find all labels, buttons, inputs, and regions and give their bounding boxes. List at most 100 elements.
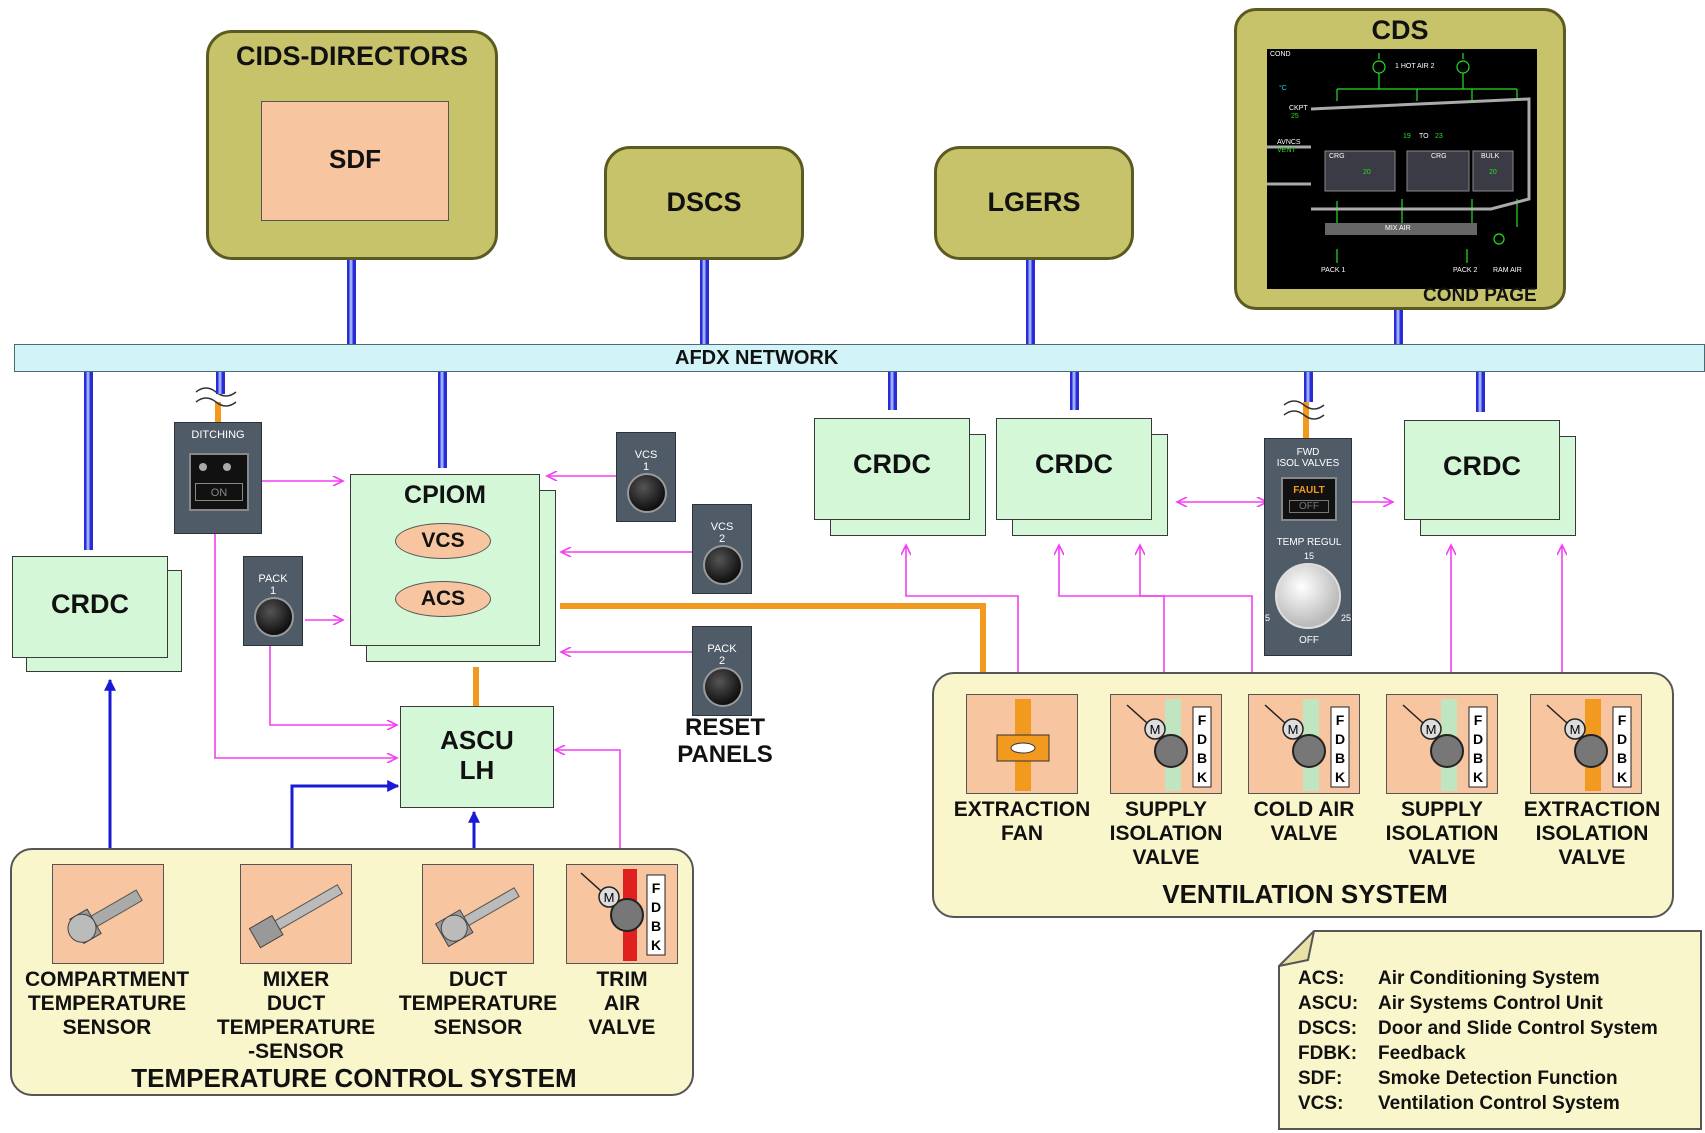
cds-crg2: CRG (1431, 153, 1447, 160)
legend-row: ACS:Air Conditioning System (1298, 968, 1600, 989)
pack1-label: PACK 1 (258, 573, 288, 597)
reset-panels-label: RESET PANELS (677, 714, 773, 768)
extraction-fan-label: EXTRACTION FAN (953, 798, 1091, 845)
pack1-reset-button[interactable] (254, 597, 294, 637)
cds-ckpt-temp: 25 (1291, 113, 1299, 120)
cds-schematic (1267, 53, 1531, 263)
cds-box: CDS COND 1 HOT AIR 2 °C CKPT 25 A (1234, 8, 1566, 310)
fwd-isol-label: FWD ISOL VALVES (1276, 447, 1340, 469)
cids-directors-title: CIDS-DIRECTORS (235, 41, 469, 71)
vcs2-reset-panel: VCS 2 (692, 504, 752, 594)
bus-dscs (700, 258, 709, 344)
cds-unit: °C (1279, 85, 1287, 92)
legend-row: DSCS:Door and Slide Control System (1298, 1018, 1658, 1039)
vcs2-reset-button[interactable] (703, 545, 743, 585)
crdc-2: CRDC (996, 418, 1152, 520)
cds-title: CDS (1371, 15, 1429, 45)
cds-cond-page-screen: COND 1 HOT AIR 2 °C CKPT 25 AVNCS VENT 1… (1267, 49, 1537, 289)
cds-vent: VENT (1277, 147, 1296, 154)
bus-ditching (216, 372, 225, 394)
ditching-switch[interactable]: ON (189, 453, 249, 511)
pack1-reset-panel: PACK 1 (243, 556, 303, 646)
temp-regul-label: TEMP REGUL (1276, 537, 1342, 548)
bus-lgers (1026, 258, 1035, 344)
trim-air-valve-label: TRIM AIR VALVE (588, 968, 656, 1039)
temp-regul-knob[interactable] (1275, 563, 1341, 629)
cpiom-vcs-function: VCS (395, 523, 491, 559)
vcs1-label: VCS 1 (634, 449, 658, 473)
dial-25: 25 (1341, 613, 1352, 623)
mixer-duct-temperature-sensor-label: MIXER DUCT TEMPERATURE -SENSOR (216, 968, 376, 1063)
trim-valve-motor: M (604, 890, 615, 905)
cds-crg1: CRG (1329, 153, 1345, 160)
off-light: OFF (1289, 500, 1329, 513)
cpiom-title: CPIOM (404, 481, 486, 509)
dial-15: 15 (1303, 551, 1314, 561)
bus-crdc-3 (1476, 372, 1485, 412)
pack2-reset-button[interactable] (703, 667, 743, 707)
compartment-temperature-sensor-label: COMPARTMENT TEMPERATURE SENSOR (24, 968, 190, 1039)
vcs1-reset-panel: VCS 1 (616, 432, 676, 522)
bus-cids (347, 258, 356, 344)
cds-temp2: 23 (1435, 133, 1443, 140)
crdc-1: CRDC (814, 418, 970, 520)
lgers-box: LGERS (934, 146, 1134, 260)
ditching-panel: DITCHING ON (174, 422, 262, 534)
lgers-label: LGERS (987, 187, 1081, 217)
legend-list: ACS:Air Conditioning System ASCU:Air Sys… (1280, 932, 1700, 1116)
temperature-control-system-title: TEMPERATURE CONTROL SYSTEM (131, 1063, 577, 1093)
supply-isolation-valve-2-label: SUPPLY ISOLATION VALVE (1385, 798, 1499, 869)
cds-hot-air: 1 HOT AIR 2 (1395, 63, 1435, 70)
cds-avncs: AVNCS (1277, 139, 1301, 146)
cds-pack1: PACK 1 (1321, 267, 1346, 274)
dscs-box: DSCS (604, 146, 804, 260)
dial-5: 5 (1265, 613, 1271, 623)
crdc-1-label: CRDC (853, 449, 931, 479)
crdc-3-label: CRDC (1443, 451, 1521, 481)
bus-cpiom (438, 372, 447, 468)
bus-crdc-1 (888, 372, 897, 410)
fwd-isol-pushbutton[interactable]: FAULT OFF (1281, 477, 1337, 521)
fwd-isol-temp-regul-panel: FWD ISOL VALVES FAULT OFF TEMP REGUL 15 … (1264, 438, 1352, 656)
crdc-2-label: CRDC (1035, 449, 1113, 479)
cond-page-label: COND PAGE (1423, 285, 1537, 306)
cds-cond: COND (1270, 51, 1291, 58)
cds-crg1-temp: 20 (1363, 169, 1371, 176)
mixer-duct-temperature-sensor-icon (240, 864, 352, 964)
extraction-isolation-valve-label: EXTRACTION ISOLATION VALVE (1523, 798, 1661, 869)
cpiom-acs-function: ACS (395, 581, 491, 617)
cds-bulk-temp: 20 (1489, 169, 1497, 176)
ventilation-system-title: VENTILATION SYSTEM (1162, 879, 1448, 909)
afdx-network-label: AFDX NETWORK (675, 347, 839, 369)
duct-temperature-sensor-label: DUCT TEMPERATURE SENSOR (398, 968, 558, 1039)
cids-directors-box: CIDS-DIRECTORS SDF (206, 30, 498, 260)
crdc-left: CRDC (12, 556, 168, 658)
vcs2-label: VCS 2 (710, 521, 734, 545)
cold-air-valve-label: COLD AIR VALVE (1253, 798, 1355, 845)
vcs1-reset-button[interactable] (627, 473, 667, 513)
cds-temp1: 19 (1403, 133, 1411, 140)
pack2-reset-panel: PACK 2 (692, 626, 752, 716)
svg-text:M: M (1150, 722, 1161, 737)
extraction-fan-icon (966, 694, 1078, 794)
svg-text:M: M (1288, 722, 1299, 737)
cds-ram-air: RAM AIR (1493, 267, 1522, 274)
dscs-label: DSCS (666, 187, 742, 217)
cds-ckpt: CKPT (1289, 105, 1308, 112)
pink-links (214, 476, 1562, 858)
pack2-label: PACK 2 (707, 643, 737, 667)
cpiom: CPIOM VCS ACS (350, 474, 540, 646)
legend-row: FDBK:Feedback (1298, 1043, 1466, 1064)
legend-row: SDF:Smoke Detection Function (1298, 1068, 1618, 1089)
legend-note: ACS:Air Conditioning System ASCU:Air Sys… (1278, 930, 1702, 1130)
duct-temperature-sensor-icon (422, 864, 534, 964)
afdx-network-bar: AFDX NETWORK (14, 344, 1705, 372)
